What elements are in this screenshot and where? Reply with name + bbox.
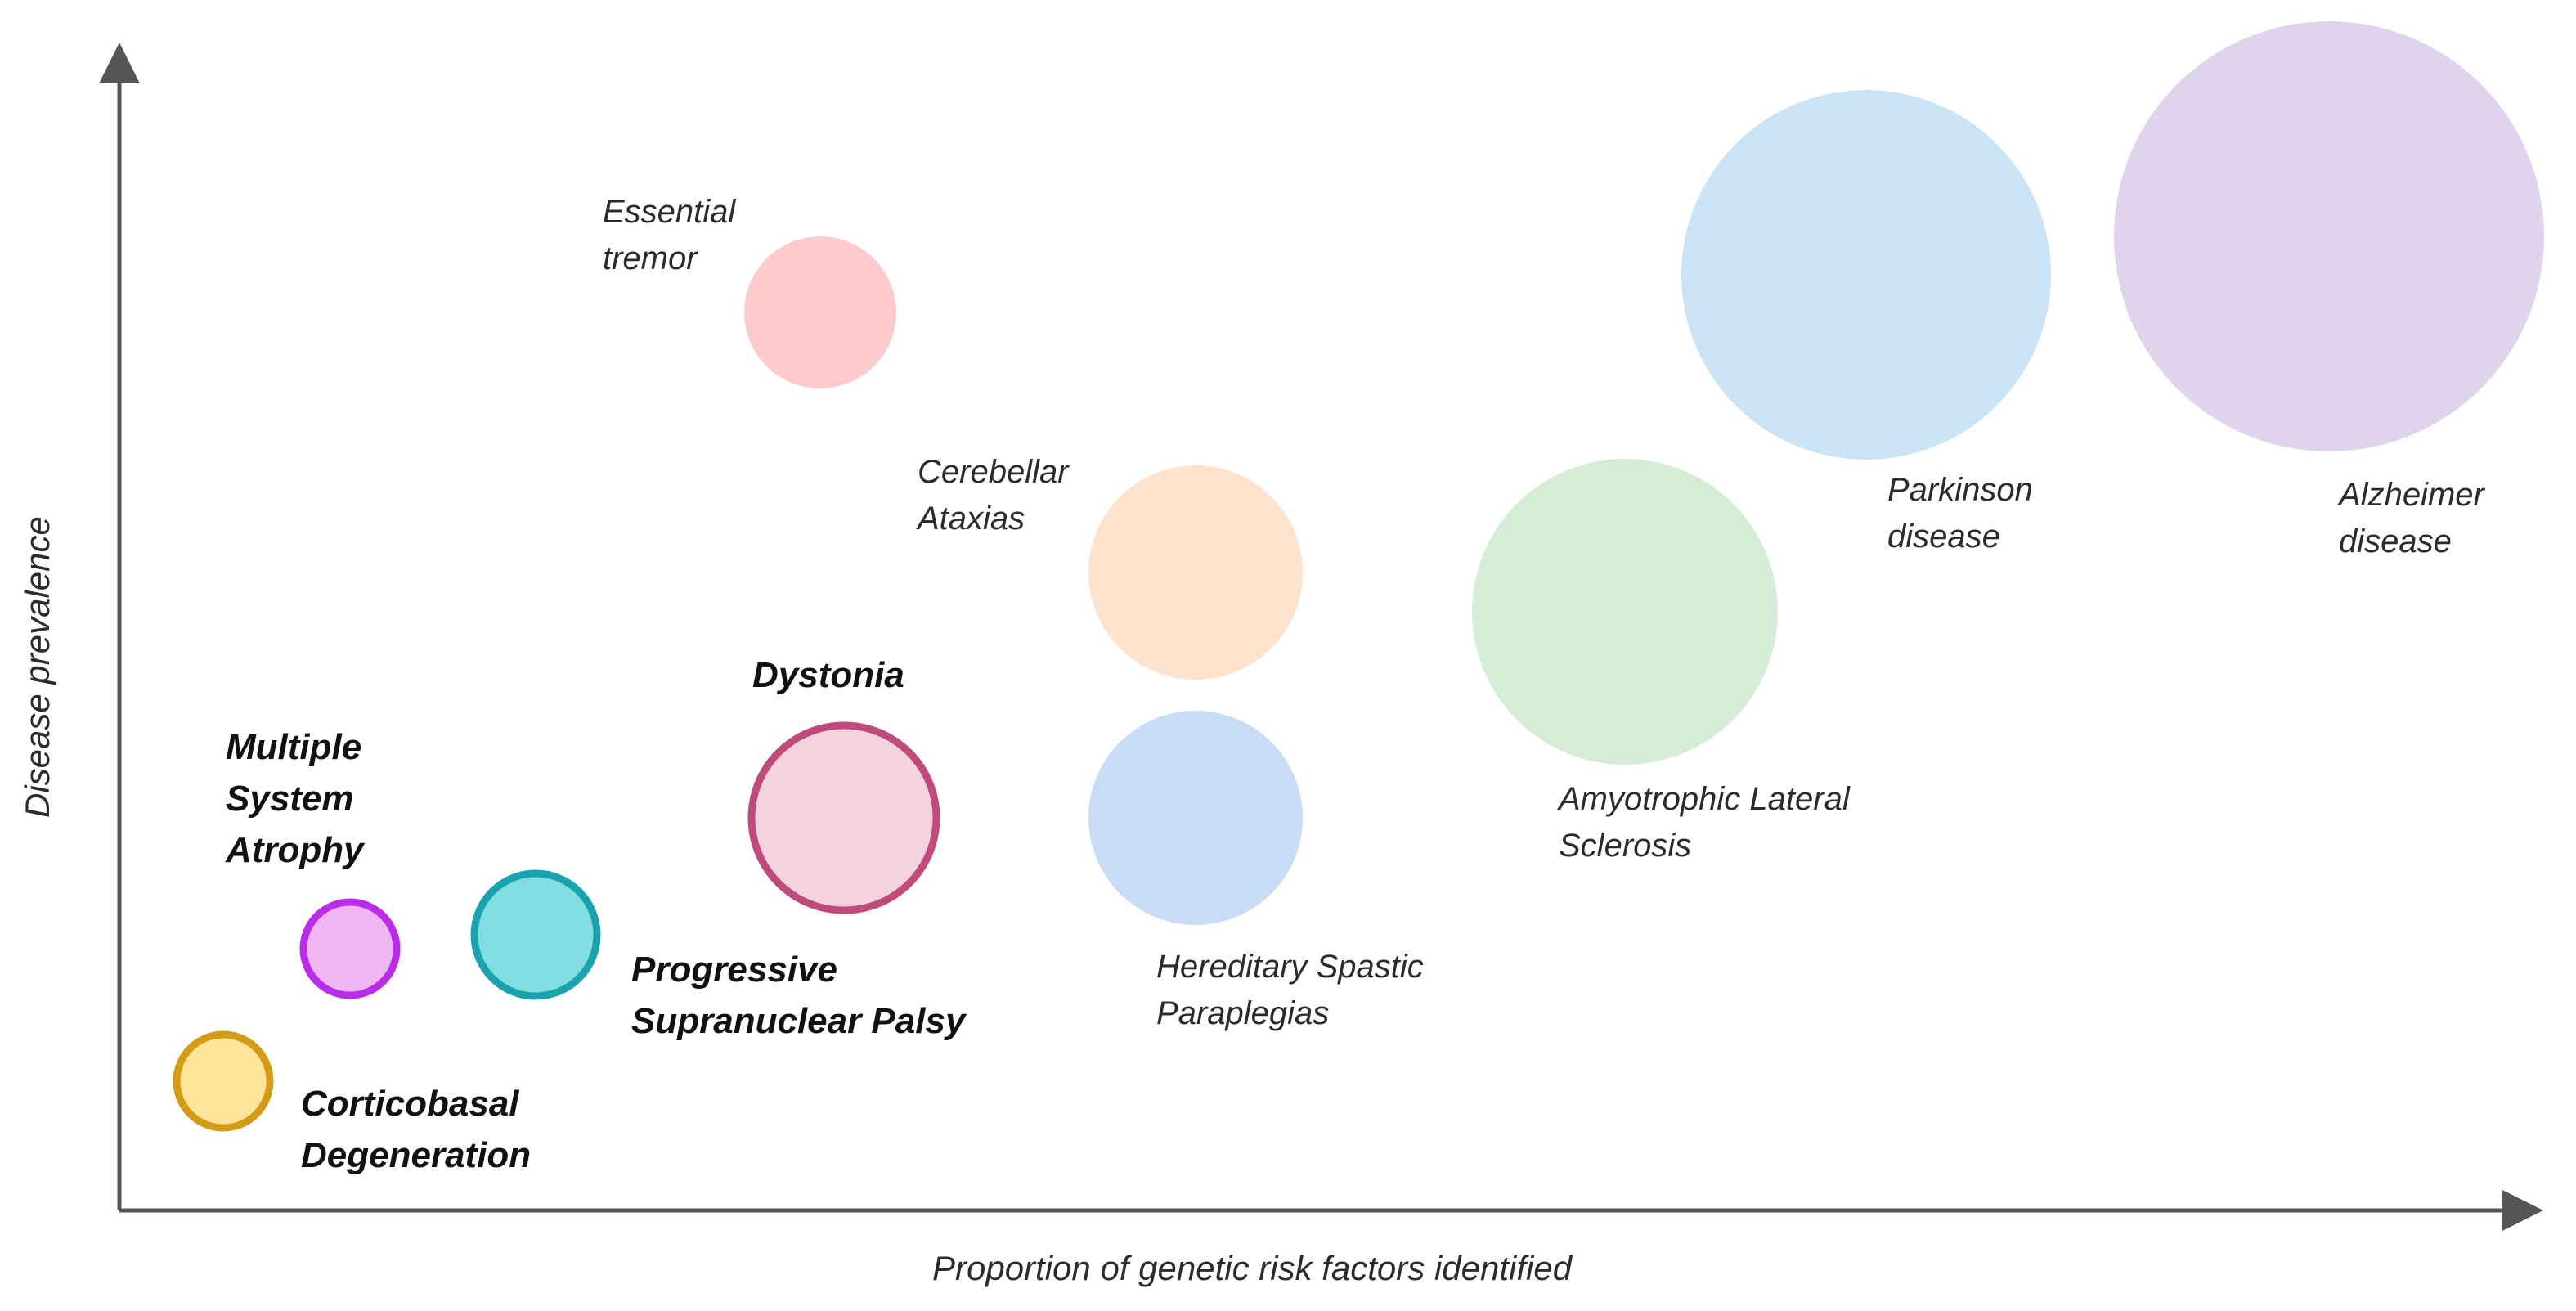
bubbles bbox=[173, 21, 2544, 1132]
label-line: Amyotrophic Lateral bbox=[1557, 781, 1851, 817]
bubble-cerebellar-ataxias bbox=[1088, 465, 1303, 680]
label-line: disease bbox=[1887, 519, 2000, 554]
bubble-progressive-supranuclear-palsy bbox=[470, 869, 601, 1000]
label-line: Alzheimer bbox=[2337, 477, 2486, 513]
bubble-hereditary-spastic-paraplegias bbox=[1088, 711, 1303, 925]
bubble-amyotrophic-lateral-sclerosis bbox=[1472, 459, 1778, 765]
label-line: Parkinson bbox=[1887, 472, 2033, 508]
label-dystonia: Dystonia bbox=[752, 655, 904, 695]
bubble-parkinson-disease bbox=[1681, 90, 2051, 460]
bubble-corticobasal-degeneration bbox=[173, 1030, 274, 1132]
label-line: Cerebellar bbox=[918, 454, 1070, 490]
label-alzheimer-disease: Alzheimer disease bbox=[2337, 477, 2486, 559]
label-line: Multiple bbox=[226, 727, 361, 767]
label-line: Essential bbox=[603, 194, 736, 230]
label-line: Degeneration bbox=[301, 1135, 531, 1175]
label-line: Ataxias bbox=[916, 501, 1025, 537]
y-axis-title: Disease prevalence bbox=[18, 516, 56, 818]
label-line: System bbox=[226, 779, 354, 819]
label-line: Corticobasal bbox=[301, 1084, 519, 1124]
bubble-essential-tremor bbox=[744, 236, 896, 388]
label-line: Progressive bbox=[631, 950, 837, 990]
label-line: Sclerosis bbox=[1559, 828, 1691, 864]
label-line: Hereditary Spastic bbox=[1156, 949, 1424, 985]
label-line: Dystonia bbox=[752, 655, 904, 695]
label-essential-tremor: Essential tremor bbox=[603, 194, 736, 276]
bubble-multiple-system-atrophy bbox=[299, 898, 401, 999]
label-parkinson-disease: Parkinson disease bbox=[1887, 472, 2033, 554]
label-line: Paraplegias bbox=[1156, 995, 1329, 1031]
label-line: disease bbox=[2339, 523, 2452, 559]
x-axis-title: Proportion of genetic risk factors ident… bbox=[932, 1249, 1573, 1287]
bubble-dystonia bbox=[747, 721, 940, 914]
label-line: tremor bbox=[603, 240, 698, 276]
label-line: Atrophy bbox=[225, 830, 366, 870]
label-line: Supranuclear Palsy bbox=[631, 1001, 967, 1041]
axes: Proportion of genetic risk factors ident… bbox=[18, 43, 2543, 1287]
bubble-alzheimer-disease bbox=[2114, 21, 2544, 451]
